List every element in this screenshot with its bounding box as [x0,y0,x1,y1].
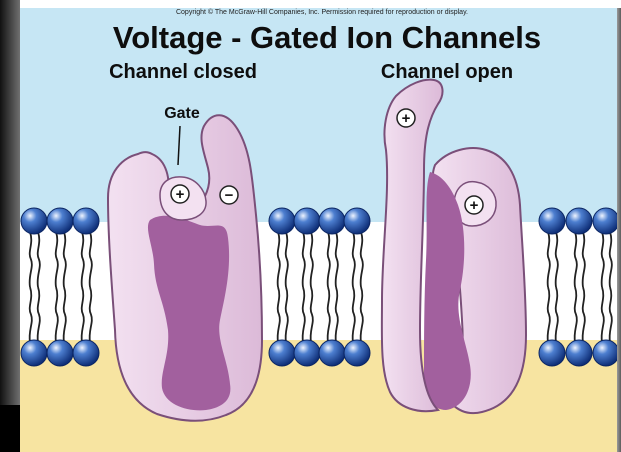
copyright-text: Copyright © The McGraw-Hill Companies, I… [176,8,468,16]
open-top-positive-charge: + [397,109,415,127]
phospholipid-head [593,208,619,234]
channel-open-label: Channel open [381,61,513,83]
phospholipid-head [73,340,99,366]
open-inner-positive-charge-symbol: + [470,197,479,214]
gate-label: Gate [164,105,200,122]
phospholipid-head [344,208,370,234]
phospholipid-head [47,340,73,366]
left-shadow [0,0,20,452]
open-top-positive-charge-symbol: + [402,110,411,127]
open-inner-positive-charge: + [465,196,483,214]
channel-closed-label: Channel closed [109,61,257,83]
closed-negative-charge: − [220,186,238,204]
phospholipid-head [566,340,592,366]
right-shadow [617,8,621,452]
diagram-title: Voltage - Gated Ion Channels [113,20,541,55]
phospholipid-head [21,208,47,234]
phospholipid-head [539,208,565,234]
phospholipid-head [344,340,370,366]
phospholipid-head [593,340,619,366]
phospholipid-head [21,340,47,366]
closed-positive-charge: + [171,185,189,203]
phospholipid-head [294,208,320,234]
phospholipid-head [73,208,99,234]
phospholipid-head [319,340,345,366]
phospholipid-head [269,340,295,366]
phospholipid-head [294,340,320,366]
phospholipid-head [269,208,295,234]
closed-positive-charge-symbol: + [176,186,185,203]
phospholipid-head [319,208,345,234]
phospholipid-head [566,208,592,234]
phospholipid-head [47,208,73,234]
phospholipid-head [539,340,565,366]
closed-negative-charge-symbol: − [225,187,234,204]
